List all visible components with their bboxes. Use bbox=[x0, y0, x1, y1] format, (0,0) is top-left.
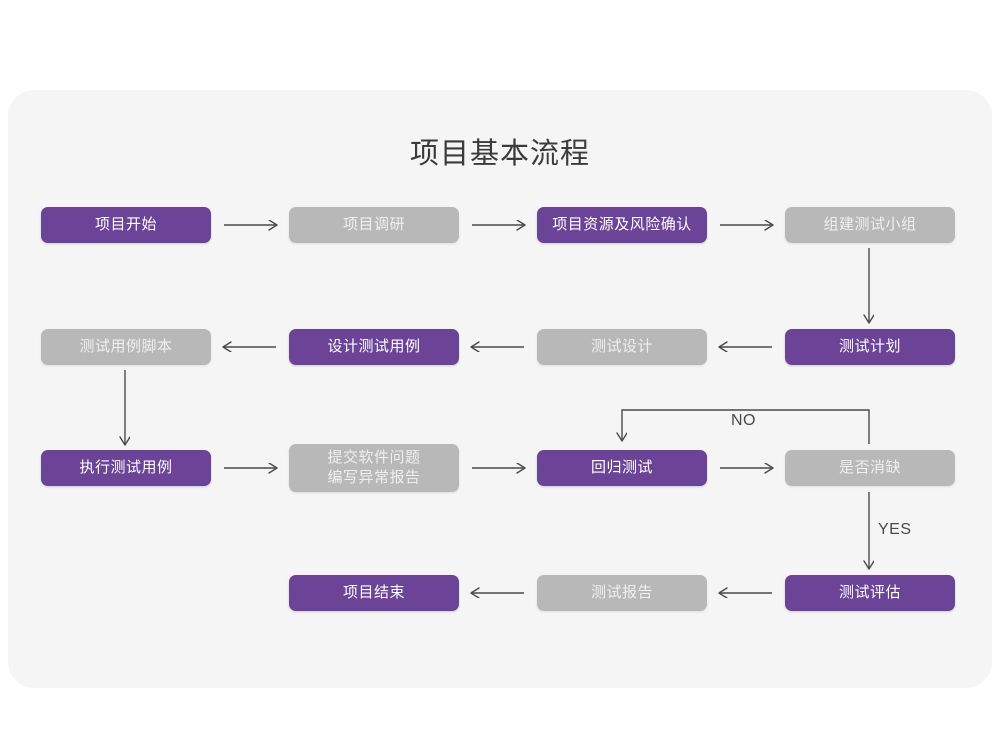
node-label: 测试评估 bbox=[838, 584, 901, 601]
node-test-report[interactable]: 测试报告 bbox=[537, 575, 707, 611]
node-project-end[interactable]: 项目结束 bbox=[289, 575, 459, 611]
node-label: 回归测试 bbox=[590, 459, 653, 476]
node-label: 设计测试用例 bbox=[327, 338, 421, 355]
node-label: 项目结束 bbox=[342, 584, 405, 601]
node-project-research[interactable]: 项目调研 bbox=[289, 207, 459, 243]
node-label: 测试计划 bbox=[838, 338, 901, 355]
node-design-test-cases[interactable]: 设计测试用例 bbox=[289, 329, 459, 365]
edge-label-yes: YES bbox=[878, 521, 912, 538]
node-defects-cleared[interactable]: 是否消缺 bbox=[785, 450, 955, 486]
node-label: 测试报告 bbox=[590, 584, 653, 601]
edge-label-no: NO bbox=[731, 412, 756, 429]
node-form-test-team[interactable]: 组建测试小组 bbox=[785, 207, 955, 243]
node-label: 项目开始 bbox=[94, 216, 157, 233]
node-project-start[interactable]: 项目开始 bbox=[41, 207, 211, 243]
node-label: 提交软件问题 编写异常报告 bbox=[327, 449, 421, 486]
node-label: 测试设计 bbox=[590, 338, 653, 355]
node-execute-test-cases[interactable]: 执行测试用例 bbox=[41, 450, 211, 486]
node-label: 项目调研 bbox=[342, 216, 405, 233]
node-test-design[interactable]: 测试设计 bbox=[537, 329, 707, 365]
node-test-evaluation[interactable]: 测试评估 bbox=[785, 575, 955, 611]
node-regression-test[interactable]: 回归测试 bbox=[537, 450, 707, 486]
node-label: 执行测试用例 bbox=[79, 459, 173, 476]
node-label: 是否消缺 bbox=[838, 459, 901, 476]
node-test-case-scripts[interactable]: 测试用例脚本 bbox=[41, 329, 211, 365]
node-submit-issues-report[interactable]: 提交软件问题 编写异常报告 bbox=[289, 444, 459, 492]
node-label: 项目资源及风险确认 bbox=[552, 216, 692, 233]
page-title: 项目基本流程 bbox=[409, 138, 590, 170]
node-resource-risk-confirm[interactable]: 项目资源及风险确认 bbox=[537, 207, 707, 243]
node-test-plan[interactable]: 测试计划 bbox=[785, 329, 955, 365]
node-label: 组建测试小组 bbox=[823, 216, 917, 233]
node-label: 测试用例脚本 bbox=[79, 338, 173, 355]
